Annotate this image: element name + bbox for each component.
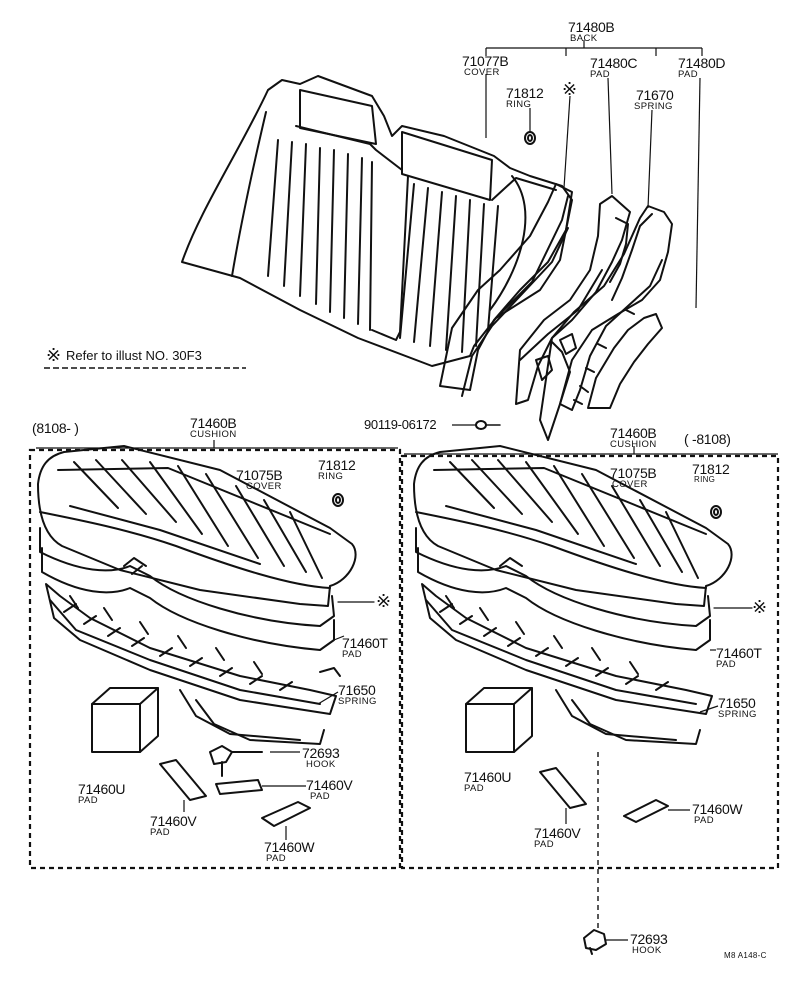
- right-pad-t-name: PAD: [716, 659, 737, 670]
- right-spring-number: 71650: [718, 695, 756, 711]
- left-ring-number: 71812: [318, 457, 356, 473]
- left-pad-v1-number: 71460V: [150, 813, 197, 829]
- right-pad-v: [539, 767, 587, 809]
- seat-back-spring-frame: [535, 205, 673, 441]
- ring-clip-back: [524, 131, 536, 145]
- left-pad-v1: [159, 759, 207, 801]
- back-ref-mark: ※: [562, 79, 578, 99]
- left-seat-cushion-cover: [37, 445, 357, 607]
- right-cushion-pad-t: [415, 527, 711, 651]
- left-spring-name: SPRING: [338, 696, 377, 707]
- right-pad-t-number: 71460T: [716, 645, 762, 661]
- bottom-hook: [583, 929, 607, 955]
- left-panel-range: (8108- ): [32, 420, 79, 436]
- left-pad-w-number: 71460W: [264, 839, 315, 855]
- left-pad-u: [91, 687, 159, 753]
- left-pad-t-number: 71460T: [342, 635, 388, 651]
- right-spring-name: SPRING: [718, 709, 757, 720]
- right-ref-mark: ※: [752, 597, 768, 617]
- bolt-90119: [475, 420, 501, 430]
- right-panel-range: ( -8108): [684, 431, 731, 447]
- leader-left-spring: [317, 691, 339, 705]
- bottom-hook-name: HOOK: [632, 945, 662, 956]
- left-hook-number: 72693: [302, 745, 340, 761]
- right-pad-w-number: 71460W: [692, 801, 743, 817]
- right-pad-v-name: PAD: [534, 839, 555, 850]
- bolt-number: 90119-06172: [364, 417, 437, 432]
- figure-code: M8 A148-C: [724, 951, 767, 960]
- back-cover-name: COVER: [464, 67, 500, 78]
- left-pad-v2-number: 71460V: [306, 777, 353, 793]
- left-pad-w-name: PAD: [266, 853, 287, 864]
- back-pad-d-name: PAD: [678, 69, 699, 80]
- back-spring-name: SPRING: [634, 101, 673, 112]
- right-seat-cushion-cover: [413, 445, 733, 607]
- leader-spring-back: [647, 109, 653, 209]
- note-text: Refer to illust NO. 30F3: [66, 348, 202, 363]
- left-ring-name: RING: [318, 471, 344, 482]
- left-pad-u-number: 71460U: [78, 781, 126, 797]
- right-ring-name: RING: [694, 475, 716, 484]
- left-cover-name: COVER: [246, 481, 282, 492]
- bottom-hook-number: 72693: [630, 931, 668, 947]
- note-ref-mark: ※: [46, 345, 62, 365]
- left-panel-border: [28, 448, 402, 870]
- left-pad-v2-name: PAD: [310, 791, 331, 802]
- back-pad-c-name: PAD: [590, 69, 611, 80]
- leader-pad-d: [695, 77, 701, 309]
- back-pad-d-number: 71480D: [678, 55, 726, 71]
- back-spring-number: 71670: [636, 87, 674, 103]
- leader-right-spring: [699, 705, 719, 713]
- back-cover-number: 71077B: [462, 53, 509, 69]
- left-cushion-name: CUSHION: [190, 429, 237, 440]
- right-pad-u: [465, 687, 533, 753]
- left-pad-u-name: PAD: [78, 795, 99, 806]
- leader-ref-back: [563, 95, 571, 189]
- leader-left-pad-t: [333, 635, 345, 641]
- right-cushion-spring: [421, 583, 713, 745]
- left-pad-t-name: PAD: [342, 649, 363, 660]
- right-pad-w: [623, 799, 669, 823]
- left-cushion-number: 71460B: [190, 415, 237, 431]
- left-pad-v2: [215, 779, 263, 795]
- seat-back-pad-d: [587, 313, 663, 409]
- right-panel-border: [400, 454, 780, 870]
- left-cover-number: 71075B: [236, 467, 283, 483]
- back-bracket: [485, 40, 703, 56]
- left-spring-number: 71650: [338, 682, 376, 698]
- right-pad-u-number: 71460U: [464, 769, 512, 785]
- back-assembly-number: 71480B: [568, 19, 615, 35]
- right-panel-bracket: [404, 446, 778, 455]
- leader-pad-c: [607, 77, 613, 195]
- seat-back-cover: [181, 75, 573, 367]
- right-ring-clip: [710, 505, 722, 519]
- right-ring-number: 71812: [692, 461, 730, 477]
- back-ring-number: 71812: [506, 85, 544, 101]
- left-hook-name: HOOK: [306, 759, 336, 770]
- right-pad-v-number: 71460V: [534, 825, 581, 841]
- right-cushion-number: 71460B: [610, 425, 657, 441]
- left-cushion-spring: [45, 583, 341, 745]
- right-cover-name: COVER: [612, 479, 648, 490]
- left-pad-v1-name: PAD: [150, 827, 171, 838]
- right-cushion-name: CUSHION: [610, 439, 657, 450]
- seat-back-pad-c: [439, 183, 573, 397]
- left-cushion-pad-t: [39, 527, 335, 651]
- right-pad-u-name: PAD: [464, 783, 485, 794]
- left-ring-clip: [332, 493, 344, 507]
- right-cover-number: 71075B: [610, 465, 657, 481]
- back-assembly-name: BACK: [570, 33, 598, 44]
- back-pad-c-number: 71480C: [590, 55, 638, 71]
- left-hook: [209, 745, 263, 777]
- left-panel-bracket: [36, 440, 398, 449]
- left-pad-w: [261, 801, 311, 827]
- right-pad-w-name: PAD: [694, 815, 715, 826]
- left-ref-mark: ※: [376, 591, 392, 611]
- back-ring-name: RING: [506, 99, 532, 110]
- seat-back-pad: [515, 195, 631, 405]
